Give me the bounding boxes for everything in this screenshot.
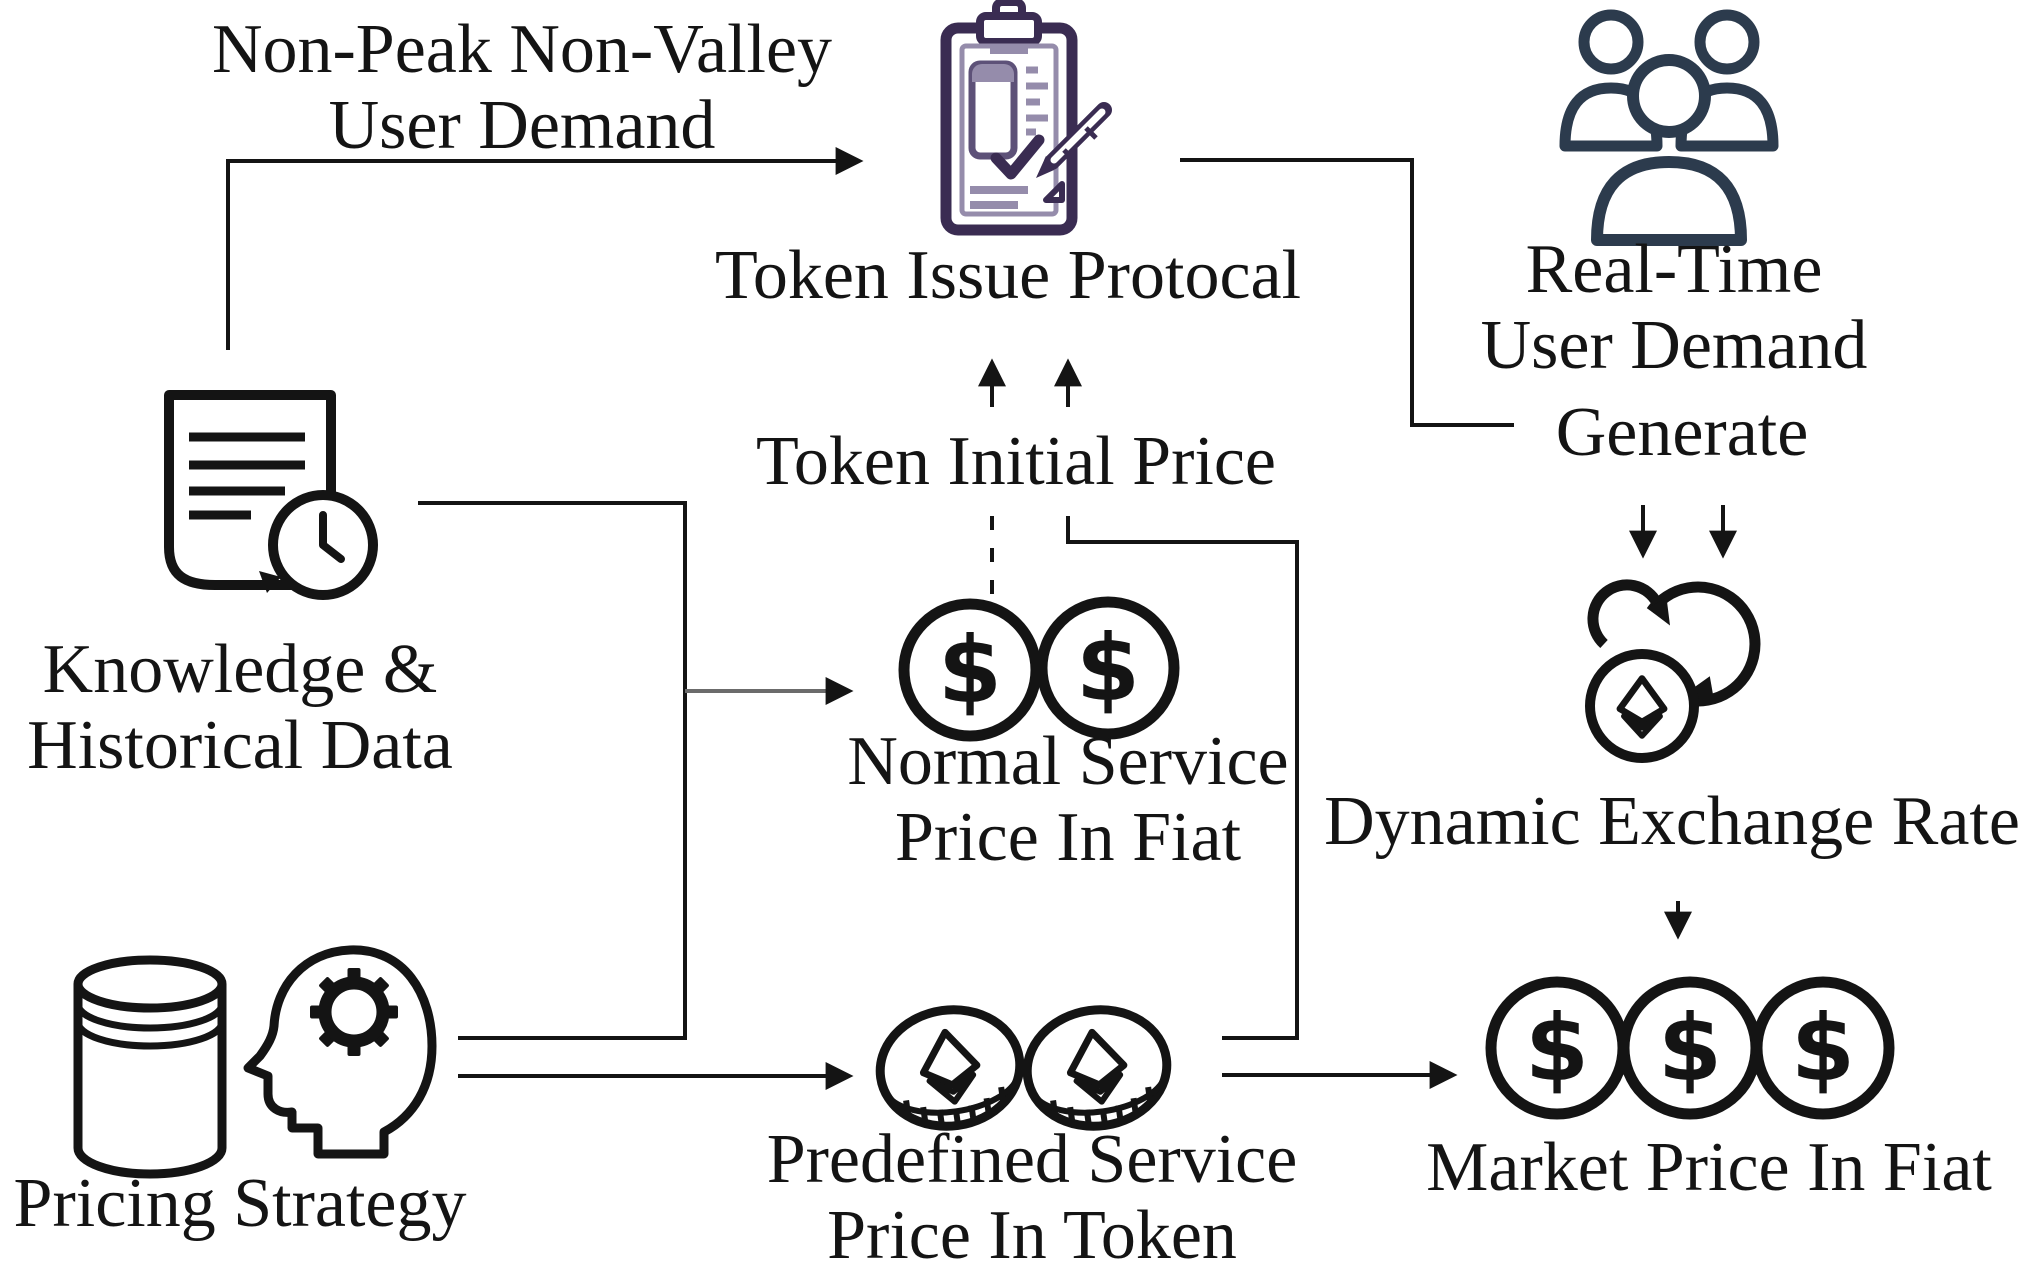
label-generate: Generate: [1555, 394, 1809, 471]
users-icon: [1559, 9, 1779, 246]
label-normal-service-price: Normal Service Price In Fiat: [847, 724, 1288, 876]
label-pricing-strategy: Pricing Strategy: [13, 1165, 467, 1242]
label-predefined-service-price: Predefined Service Price In Token: [767, 1122, 1298, 1274]
exchange-rate-icon: [1585, 579, 1761, 763]
arrow-nonpeak-demand-to-protocol: [226, 147, 864, 350]
clipboard-icon: [940, 0, 1112, 236]
label-line: Price In Fiat: [894, 799, 1242, 876]
ethereum-logo: [1616, 675, 1668, 739]
document-history-icon: [164, 390, 378, 600]
label-line: Predefined Service: [766, 1121, 1298, 1198]
line-protocol-to-generate: [1180, 158, 1514, 427]
label-line: Normal Service: [847, 723, 1289, 800]
normal-service-coins: [904, 602, 1174, 736]
label-dynamic-exchange-rate: Dynamic Exchange Rate: [1324, 783, 2020, 860]
head-gear-icon: [243, 945, 437, 1159]
label-non-peak-user-demand: Non-Peak Non-Valley User Demand: [212, 12, 832, 164]
label-line: User Demand: [328, 87, 716, 164]
line-token-price-to-initial-price: [1066, 516, 1299, 1040]
label-line: Price In Token: [827, 1197, 1237, 1274]
label-market-price-in-fiat: Market Price In Fiat: [1426, 1129, 1992, 1206]
label-line: User Demand: [1480, 307, 1868, 384]
database-icon: [73, 955, 227, 1179]
line-knowledge-pricing-bus: [418, 501, 687, 1040]
label-knowledge-historical-data: Knowledge & Historical Data: [27, 632, 453, 784]
label-token-initial-price: Token Initial Price: [756, 423, 1276, 500]
label-line: Non-Peak Non-Valley: [211, 11, 833, 88]
market-price-coins: [1491, 982, 1889, 1114]
predefined-token-coins: [873, 1001, 1175, 1135]
label-line: Historical Data: [27, 707, 453, 784]
gear-icon: [310, 968, 398, 1056]
label-line: Real-Time: [1525, 231, 1823, 308]
pencil-icon: [1036, 102, 1112, 178]
label-token-issue-protocol: Token Issue Protocal: [714, 237, 1302, 314]
label-real-time-user-demand: Real-Time User Demand: [1481, 232, 1868, 384]
label-line: Knowledge &: [42, 631, 438, 708]
